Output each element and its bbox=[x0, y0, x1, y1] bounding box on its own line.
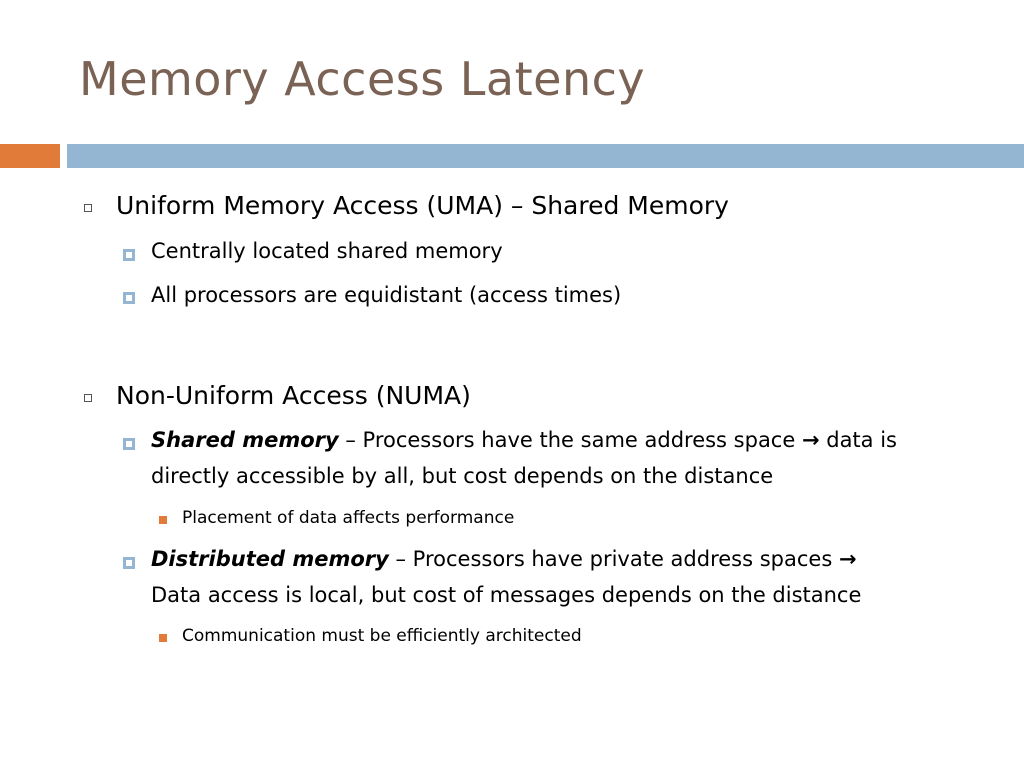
separator: – bbox=[388, 547, 413, 571]
bullet-square-icon bbox=[84, 204, 92, 212]
arrow-right-icon: → bbox=[838, 547, 857, 571]
shared-memory-term: Shared memory bbox=[151, 428, 339, 452]
bullet-solid-square-icon bbox=[159, 516, 167, 524]
numa-distributed-line-1: Distributed memory – Processors have pri… bbox=[151, 547, 857, 571]
distributed-memory-term: Distributed memory bbox=[151, 547, 389, 571]
accent-bar bbox=[0, 144, 60, 168]
shared-text-a: Processors have the same address space bbox=[362, 428, 802, 452]
uma-heading: Uniform Memory Access (UMA) – Shared Mem… bbox=[116, 191, 729, 220]
numa-distributed-sub: Communication must be efficiently archit… bbox=[182, 626, 582, 646]
bullet-framed-square-icon bbox=[123, 438, 135, 450]
numa-shared-line-2: directly accessible by all, but cost dep… bbox=[151, 464, 774, 488]
bullet-solid-square-icon bbox=[159, 634, 167, 642]
numa-shared-line-1: Shared memory – Processors have the same… bbox=[151, 428, 897, 452]
distributed-text-a: Processors have private address spaces bbox=[412, 547, 839, 571]
bullet-framed-square-icon bbox=[123, 557, 135, 569]
arrow-right-icon: → bbox=[801, 428, 820, 452]
numa-distributed-line-2: Data access is local, but cost of messag… bbox=[151, 583, 862, 607]
numa-shared-sub: Placement of data affects performance bbox=[182, 508, 515, 528]
bullet-framed-square-icon bbox=[123, 292, 135, 304]
uma-point-2: All processors are equidistant (access t… bbox=[151, 283, 622, 307]
header-bar bbox=[67, 144, 1024, 168]
separator: – bbox=[338, 428, 363, 452]
numa-heading: Non-Uniform Access (NUMA) bbox=[116, 381, 471, 410]
uma-point-1: Centrally located shared memory bbox=[151, 239, 503, 263]
bullet-square-icon bbox=[84, 394, 92, 402]
slide-title: Memory Access Latency bbox=[79, 52, 646, 106]
shared-text-b: data is bbox=[819, 428, 897, 452]
bullet-framed-square-icon bbox=[123, 249, 135, 261]
